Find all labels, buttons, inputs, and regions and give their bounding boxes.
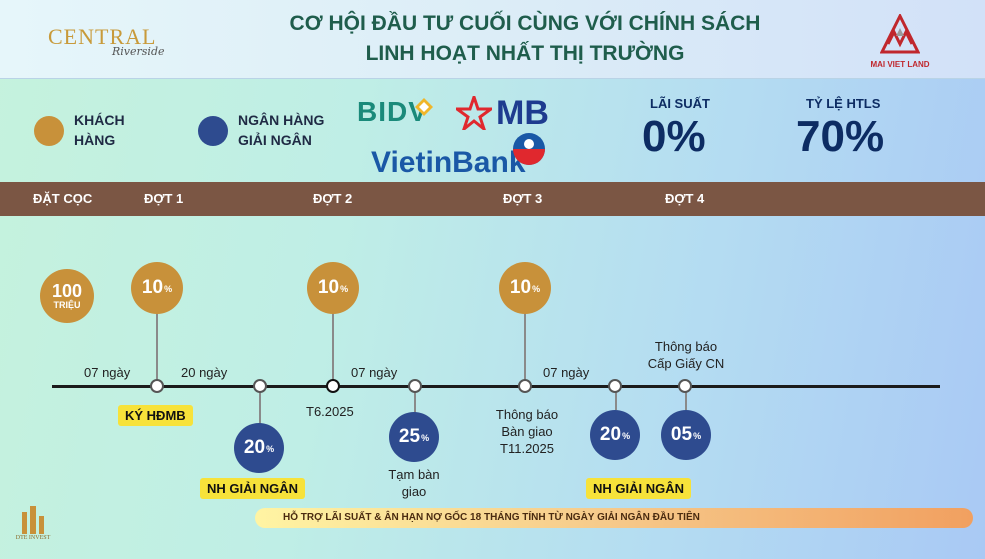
certificate-notice: Thông báo Cấp Giấy CN [640,338,732,372]
node-contract [150,379,164,393]
bank-payment-3-circle: 20% [590,410,640,460]
customer-legend-label-2: HÀNG [74,132,116,148]
phase3-payment-circle: 10% [499,262,551,314]
temp-handover-line-2: giao [401,484,427,499]
temp-handover-line-1: Tạm bàn [388,467,440,482]
bidv-mark-icon [415,98,433,116]
certificate-line-1: Thông báo [654,339,718,354]
bank-payment-1-value: 20 [243,437,266,458]
bank-payment-2-circle: 25% [389,412,439,462]
timeline-line [52,385,940,388]
mai-viet-land-logo-icon [880,14,920,54]
interest-rate-label: LÃI SUẤT [650,96,710,111]
node-bank3 [608,379,622,393]
phase-4: ĐỢT 4 [665,191,705,206]
phase-3: ĐỢT 3 [503,191,543,206]
stem-bank2 [414,386,416,414]
gap-label-1: 07 ngày [84,365,131,380]
customer-legend-label-1: KHÁCH [74,112,125,128]
header-bar: CENTRAL Riverside CƠ HỘI ĐẦU TƯ CUỐI CÙN… [0,0,985,79]
stem-phase3 [524,312,526,386]
dte-invest-logo-icon [22,506,44,534]
phase1-payment-circle: 10% [131,262,183,314]
bank-payment-2-value: 25 [398,426,421,447]
percent-sign: % [421,433,430,443]
node-certificate [678,379,692,393]
dte-invest-logo-text: DTE INVEST [15,535,51,541]
stem-bank4 [685,386,687,410]
phase3-payment-value: 10 [509,277,532,298]
percent-sign: % [693,431,702,441]
headline-line-1: CƠ HỘI ĐẦU TƯ CUỐI CÙNG VỚI CHÍNH SÁCH [289,12,761,35]
percent-sign: % [164,284,173,294]
handover-line-2: Bàn giao [501,424,553,439]
bank-disburse-badge-2: NH GIẢI NGÂN [586,478,691,499]
gap-label-3: 07 ngày [351,365,398,380]
handover-line-1: Thông báo [495,407,559,422]
loan-ratio-label: TỶ LỆ HTLS [806,96,881,111]
vietinbank-emblem-icon [513,133,545,165]
phase-band [0,182,985,216]
central-riverside-logo-sub: Riverside [112,45,165,58]
percent-sign: % [340,284,349,294]
bank-legend-label-1: NGÂN HÀNG [238,112,325,128]
phase-deposit: ĐẶT CỌC [33,191,93,206]
stem-bank3 [615,386,617,410]
bank-disburse-badge-1: NH GIẢI NGÂN [200,478,305,499]
loan-ratio-value: 70% [796,112,885,161]
deposit-unit: TRIỆU [53,299,81,310]
stem-phase2 [332,312,334,386]
handover-line-3: T11.2025 [500,441,554,456]
bank-legend-dot [198,116,228,146]
percent-sign: % [266,444,275,454]
percent-sign: % [532,284,541,294]
stem-phase1 [156,312,158,386]
date-t6-label: T6.2025 [306,404,354,419]
bank-payment-4-value: 05 [670,424,693,445]
gap-label-4: 07 ngày [543,365,590,380]
vietinbank-logo: VietinBank [371,146,526,179]
bank-legend-label-2: GIẢI NGÂN [238,132,312,148]
bidv-logo: BIDV [357,96,428,127]
customer-legend-dot [34,116,64,146]
phase1-payment-value: 10 [141,277,164,298]
deposit-amount: 100 [51,280,83,301]
node-t6 [326,379,340,393]
phase-2: ĐỢT 2 [313,191,353,206]
handover-notice: Thông báo Bàn giao T11.2025 [482,406,572,457]
gap-label-2: 20 ngày [181,365,228,380]
deposit-circle: 100 TRIỆU [40,269,94,323]
headline-line-2: LINH HOẠT NHẤT THỊ TRƯỜNG [365,42,685,65]
node-temp-handover [408,379,422,393]
bank-payment-1-circle: 20% [234,423,284,473]
percent-sign: % [622,431,631,441]
interest-rate-value: 0% [642,112,706,161]
sign-contract-badge: KÝ HĐMB [118,405,193,426]
certificate-line-2: Cấp Giấy CN [647,356,725,371]
temp-handover-label: Tạm bàn giao [378,466,450,500]
support-banner: HỖ TRỢ LÃI SUẤT & ÂN HẠN NỢ GỐC 18 THÁNG… [255,508,973,528]
node-handover [518,379,532,393]
mb-logo: MB [496,94,549,132]
mb-star-icon [456,96,492,130]
stem-bank1 [259,386,261,424]
bank-payment-4-circle: 05% [661,410,711,460]
mai-viet-land-logo-text: MAI VIET LAND [870,60,930,69]
central-riverside-logo: CENTRAL [48,24,157,49]
phase2-payment-value: 10 [317,277,340,298]
phase2-payment-circle: 10% [307,262,359,314]
phase-1: ĐỢT 1 [144,191,184,206]
node-bank1 [253,379,267,393]
bank-payment-3-value: 20 [599,424,622,445]
